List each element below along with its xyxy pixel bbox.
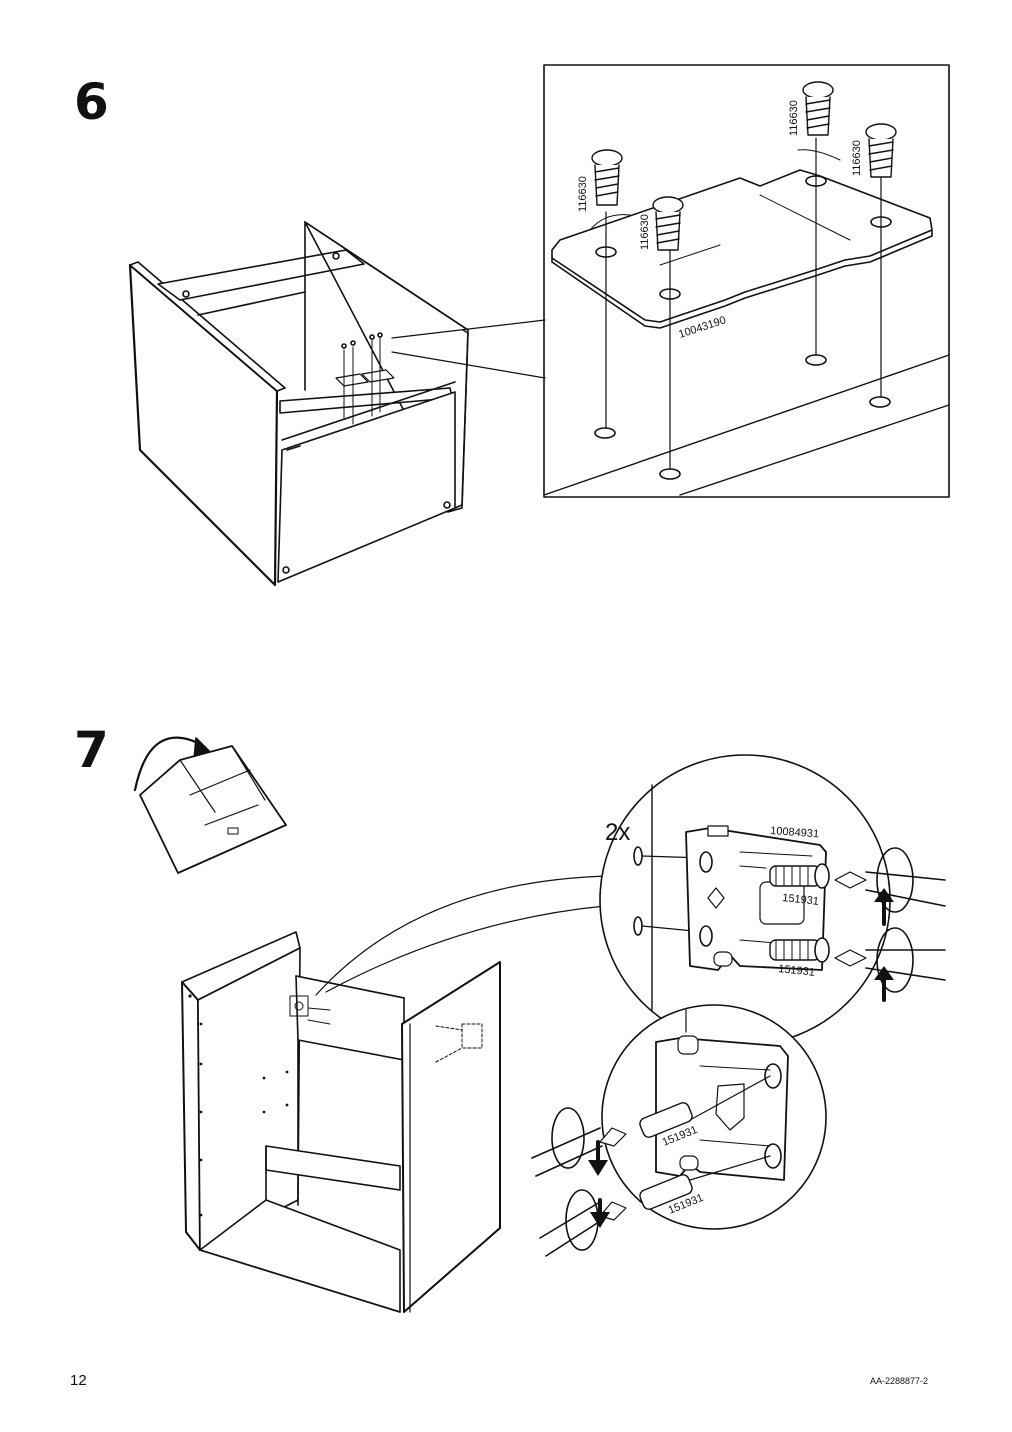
step7-screwdrivers-bottom bbox=[531, 1107, 610, 1257]
step7-detail-top bbox=[599, 754, 891, 1046]
step-7-number: 7 bbox=[74, 721, 109, 779]
quantity-label: 2x bbox=[605, 819, 630, 846]
screw-label-3: 116630 bbox=[788, 100, 800, 136]
step6-cabinet bbox=[128, 221, 546, 587]
bracket-label-7: 10084931 bbox=[770, 825, 820, 840]
document-code: AA-2288877-2 bbox=[870, 1376, 929, 1386]
screw-label-1: 116630 bbox=[577, 176, 589, 212]
step-6-number: 6 bbox=[74, 73, 109, 131]
screw-label-4: 116630 bbox=[851, 140, 863, 176]
step7-flip-icon bbox=[133, 736, 287, 874]
bracket-label: 10043190 bbox=[677, 314, 727, 341]
page-number: 12 bbox=[70, 1372, 87, 1389]
step6-detail-box bbox=[543, 64, 950, 498]
step7-detail-bottom bbox=[599, 1004, 827, 1230]
step7-cabinet bbox=[181, 875, 613, 1313]
step7-screwdrivers-top bbox=[865, 847, 946, 1002]
screw-label-2: 116630 bbox=[639, 214, 651, 250]
screw-label-7a: 151931 bbox=[782, 892, 820, 908]
screw-label-7b: 151931 bbox=[778, 963, 816, 979]
